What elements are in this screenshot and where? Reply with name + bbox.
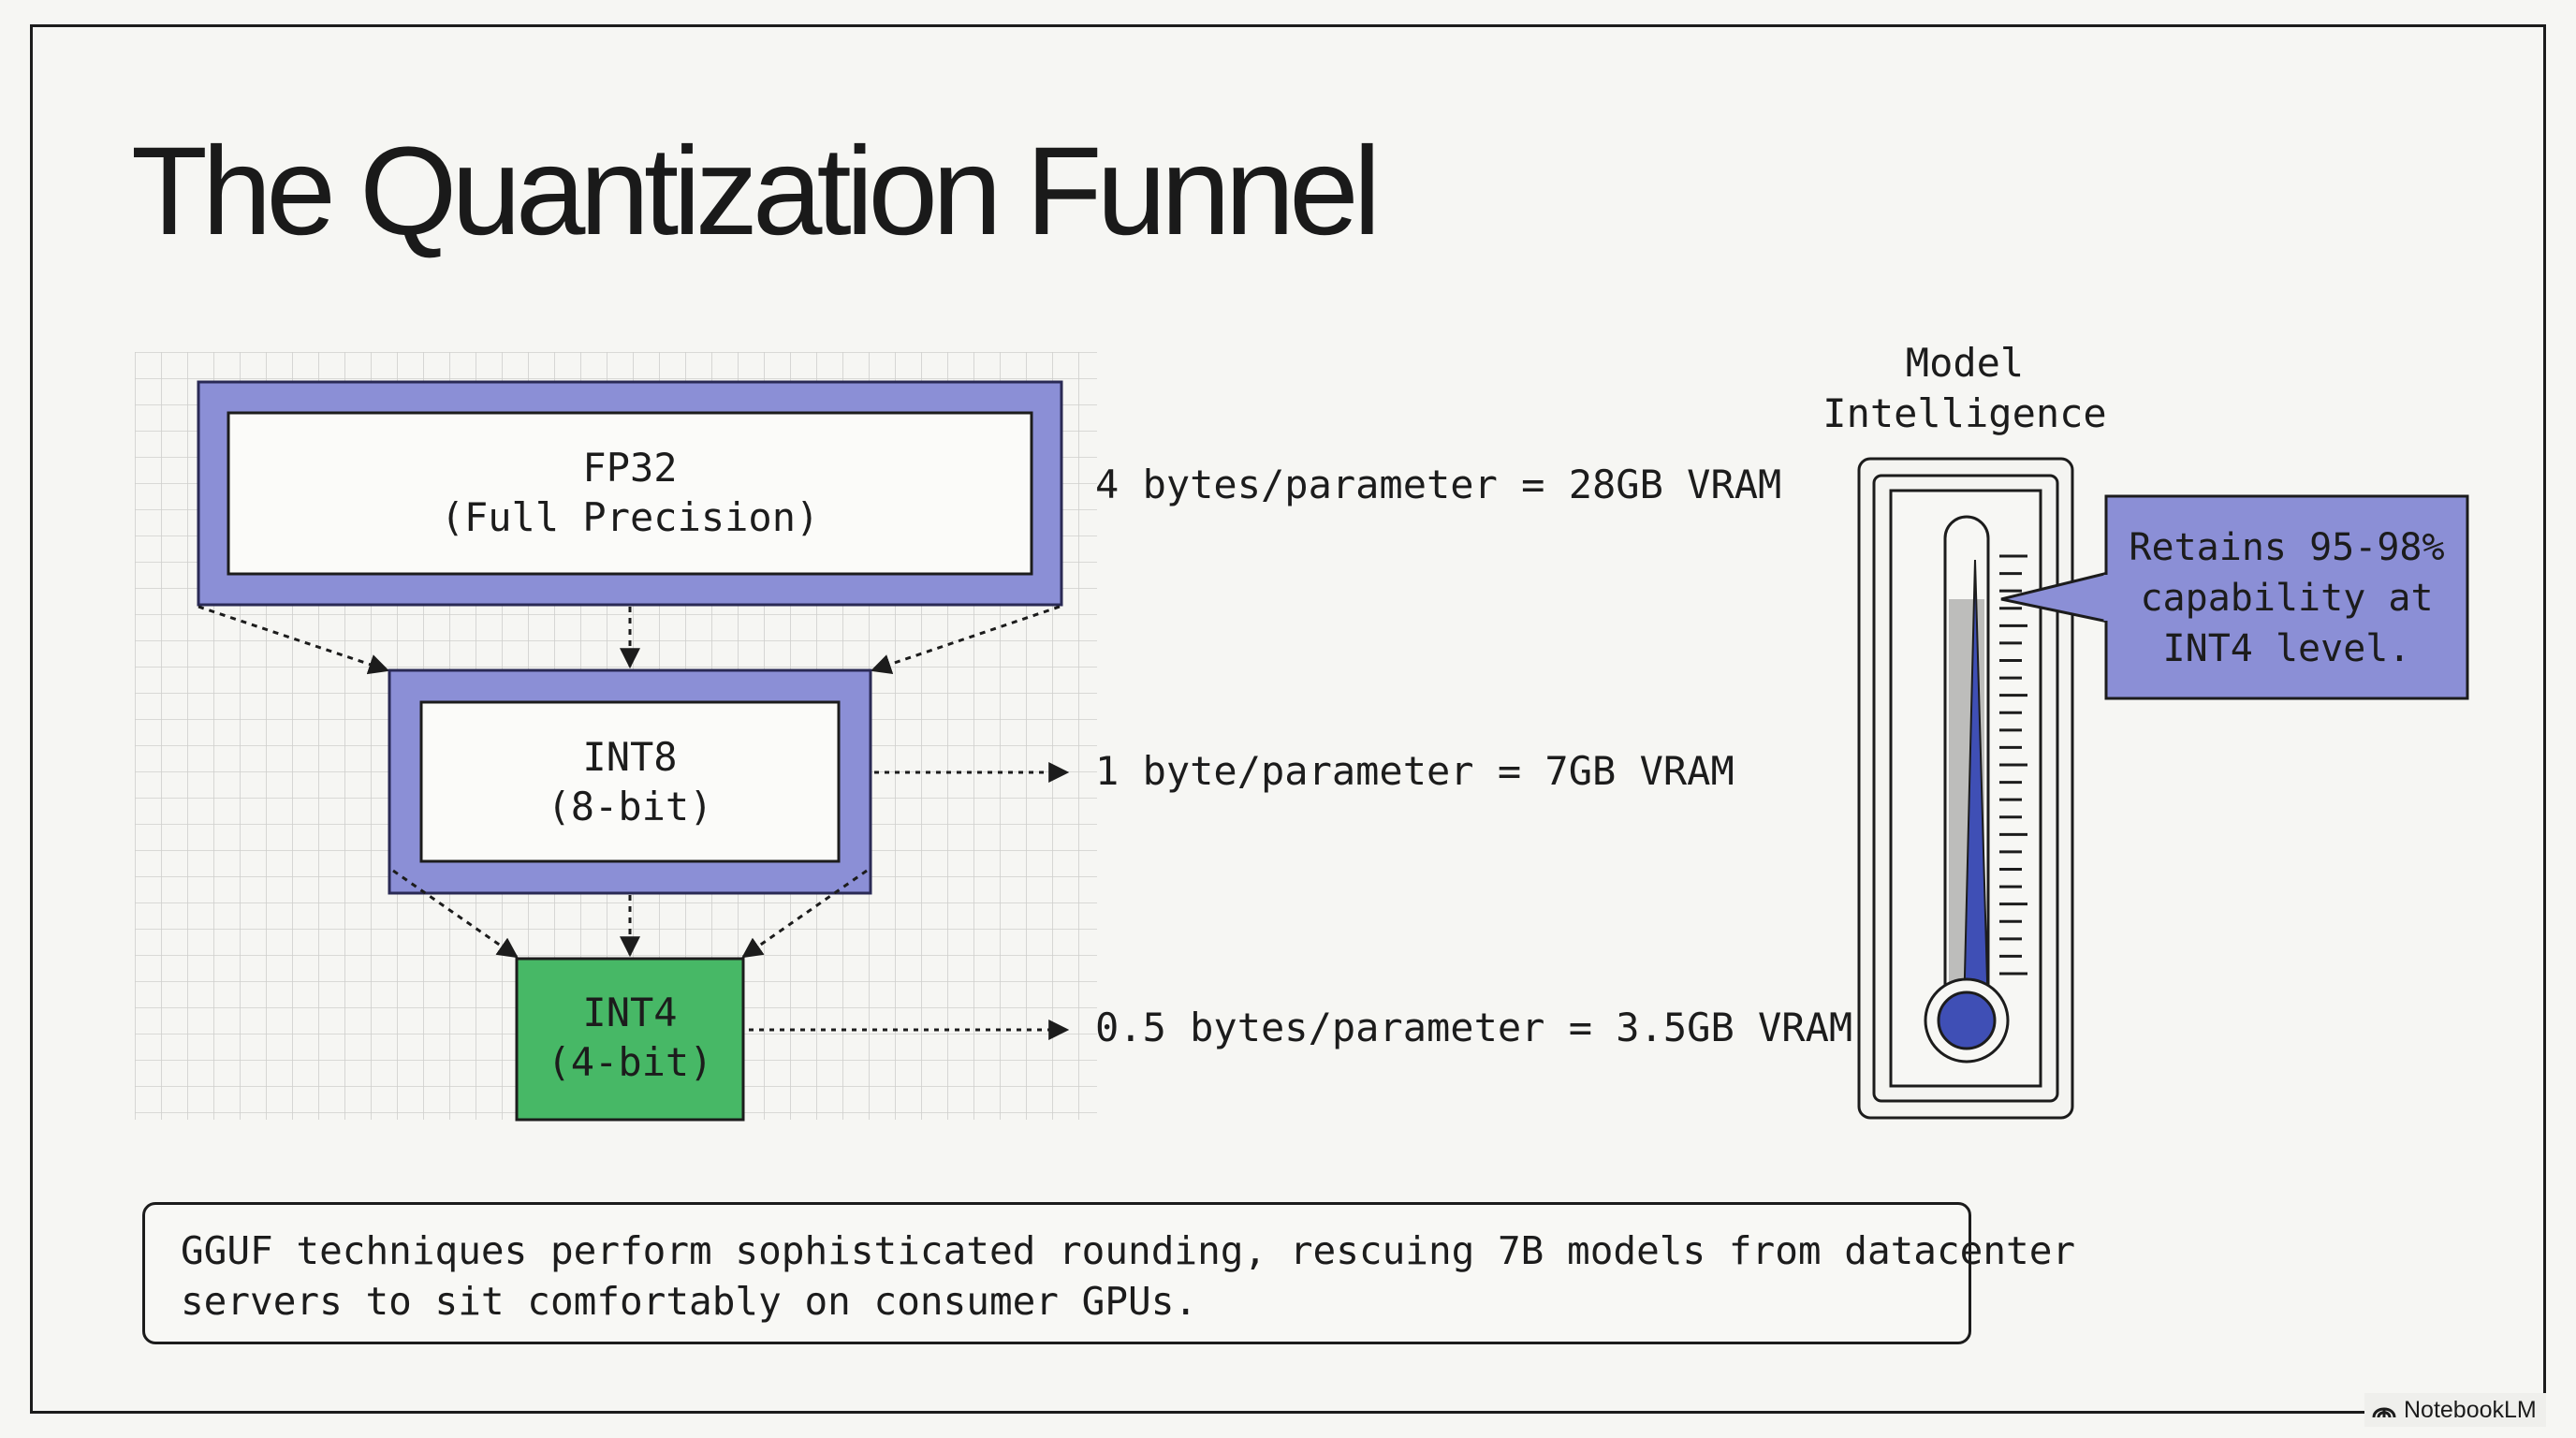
tier-int8-name: INT8 [582, 734, 677, 780]
thermometer-label-line1: Model [1906, 340, 2024, 386]
tier-fp32-name: FP32 [582, 445, 677, 491]
thermometer: Model Intelligence Retains 95-98% capabi… [1822, 340, 2469, 1120]
annotation-int4: 0.5 bytes/parameter = 3.5GB VRAM [1095, 1005, 1852, 1050]
thermometer-middle-frame [1872, 474, 2059, 1103]
callout-box [2104, 494, 2469, 700]
tier-int4-name: INT4 [582, 990, 677, 1035]
funnel-arrows-int8-int4 [392, 869, 868, 959]
tier-int4: INT4 (4-bit) [515, 957, 745, 1122]
funnel-arrow-right [741, 869, 868, 959]
thermometer-label-line2: Intelligence [1822, 390, 2106, 436]
footer-note-box: GGUF techniques perform sophisticated ro… [142, 1202, 2076, 1344]
tier-int4-desc: (4-bit) [547, 1039, 712, 1085]
tier-fp32-inner [227, 411, 1033, 576]
notebooklm-logo-icon [2372, 1407, 2396, 1418]
annotation-int8: 1 byte/parameter = 7GB VRAM [1095, 748, 1734, 794]
tier-int8: INT8 (8-bit) [388, 668, 872, 895]
tier-int4-box [515, 957, 745, 1122]
callout-line-2: capability at [2140, 577, 2433, 620]
funnel-arrow-left [392, 869, 519, 959]
callout-line-1: Retains 95-98% [2129, 526, 2444, 569]
footer-note-line-2: servers to sit comfortably on consumer G… [181, 1279, 1198, 1324]
brand-badge: NotebookLM [2364, 1393, 2546, 1427]
tier-int8-inner [419, 700, 841, 863]
slide-title: The Quantization Funnel [131, 122, 1381, 261]
brand-name: NotebookLM [2404, 1396, 2537, 1423]
footer-note-line-1: GGUF techniques perform sophisticated ro… [181, 1228, 2076, 1273]
tier-fp32: FP32 (Full Precision) [197, 380, 1063, 607]
thermometer-bulb [1937, 990, 1997, 1050]
funnel-arrows-fp32-int8 [198, 605, 1061, 675]
annotation-fp32: 4 bytes/parameter = 28GB VRAM [1095, 462, 1781, 507]
slide-frame [30, 24, 2546, 1414]
tier-int8-desc: (8-bit) [547, 784, 712, 829]
callout-line-3: INT4 level. [2163, 627, 2411, 670]
tier-fp32-desc: (Full Precision) [441, 494, 820, 540]
thermometer-ticks [1999, 554, 2027, 976]
